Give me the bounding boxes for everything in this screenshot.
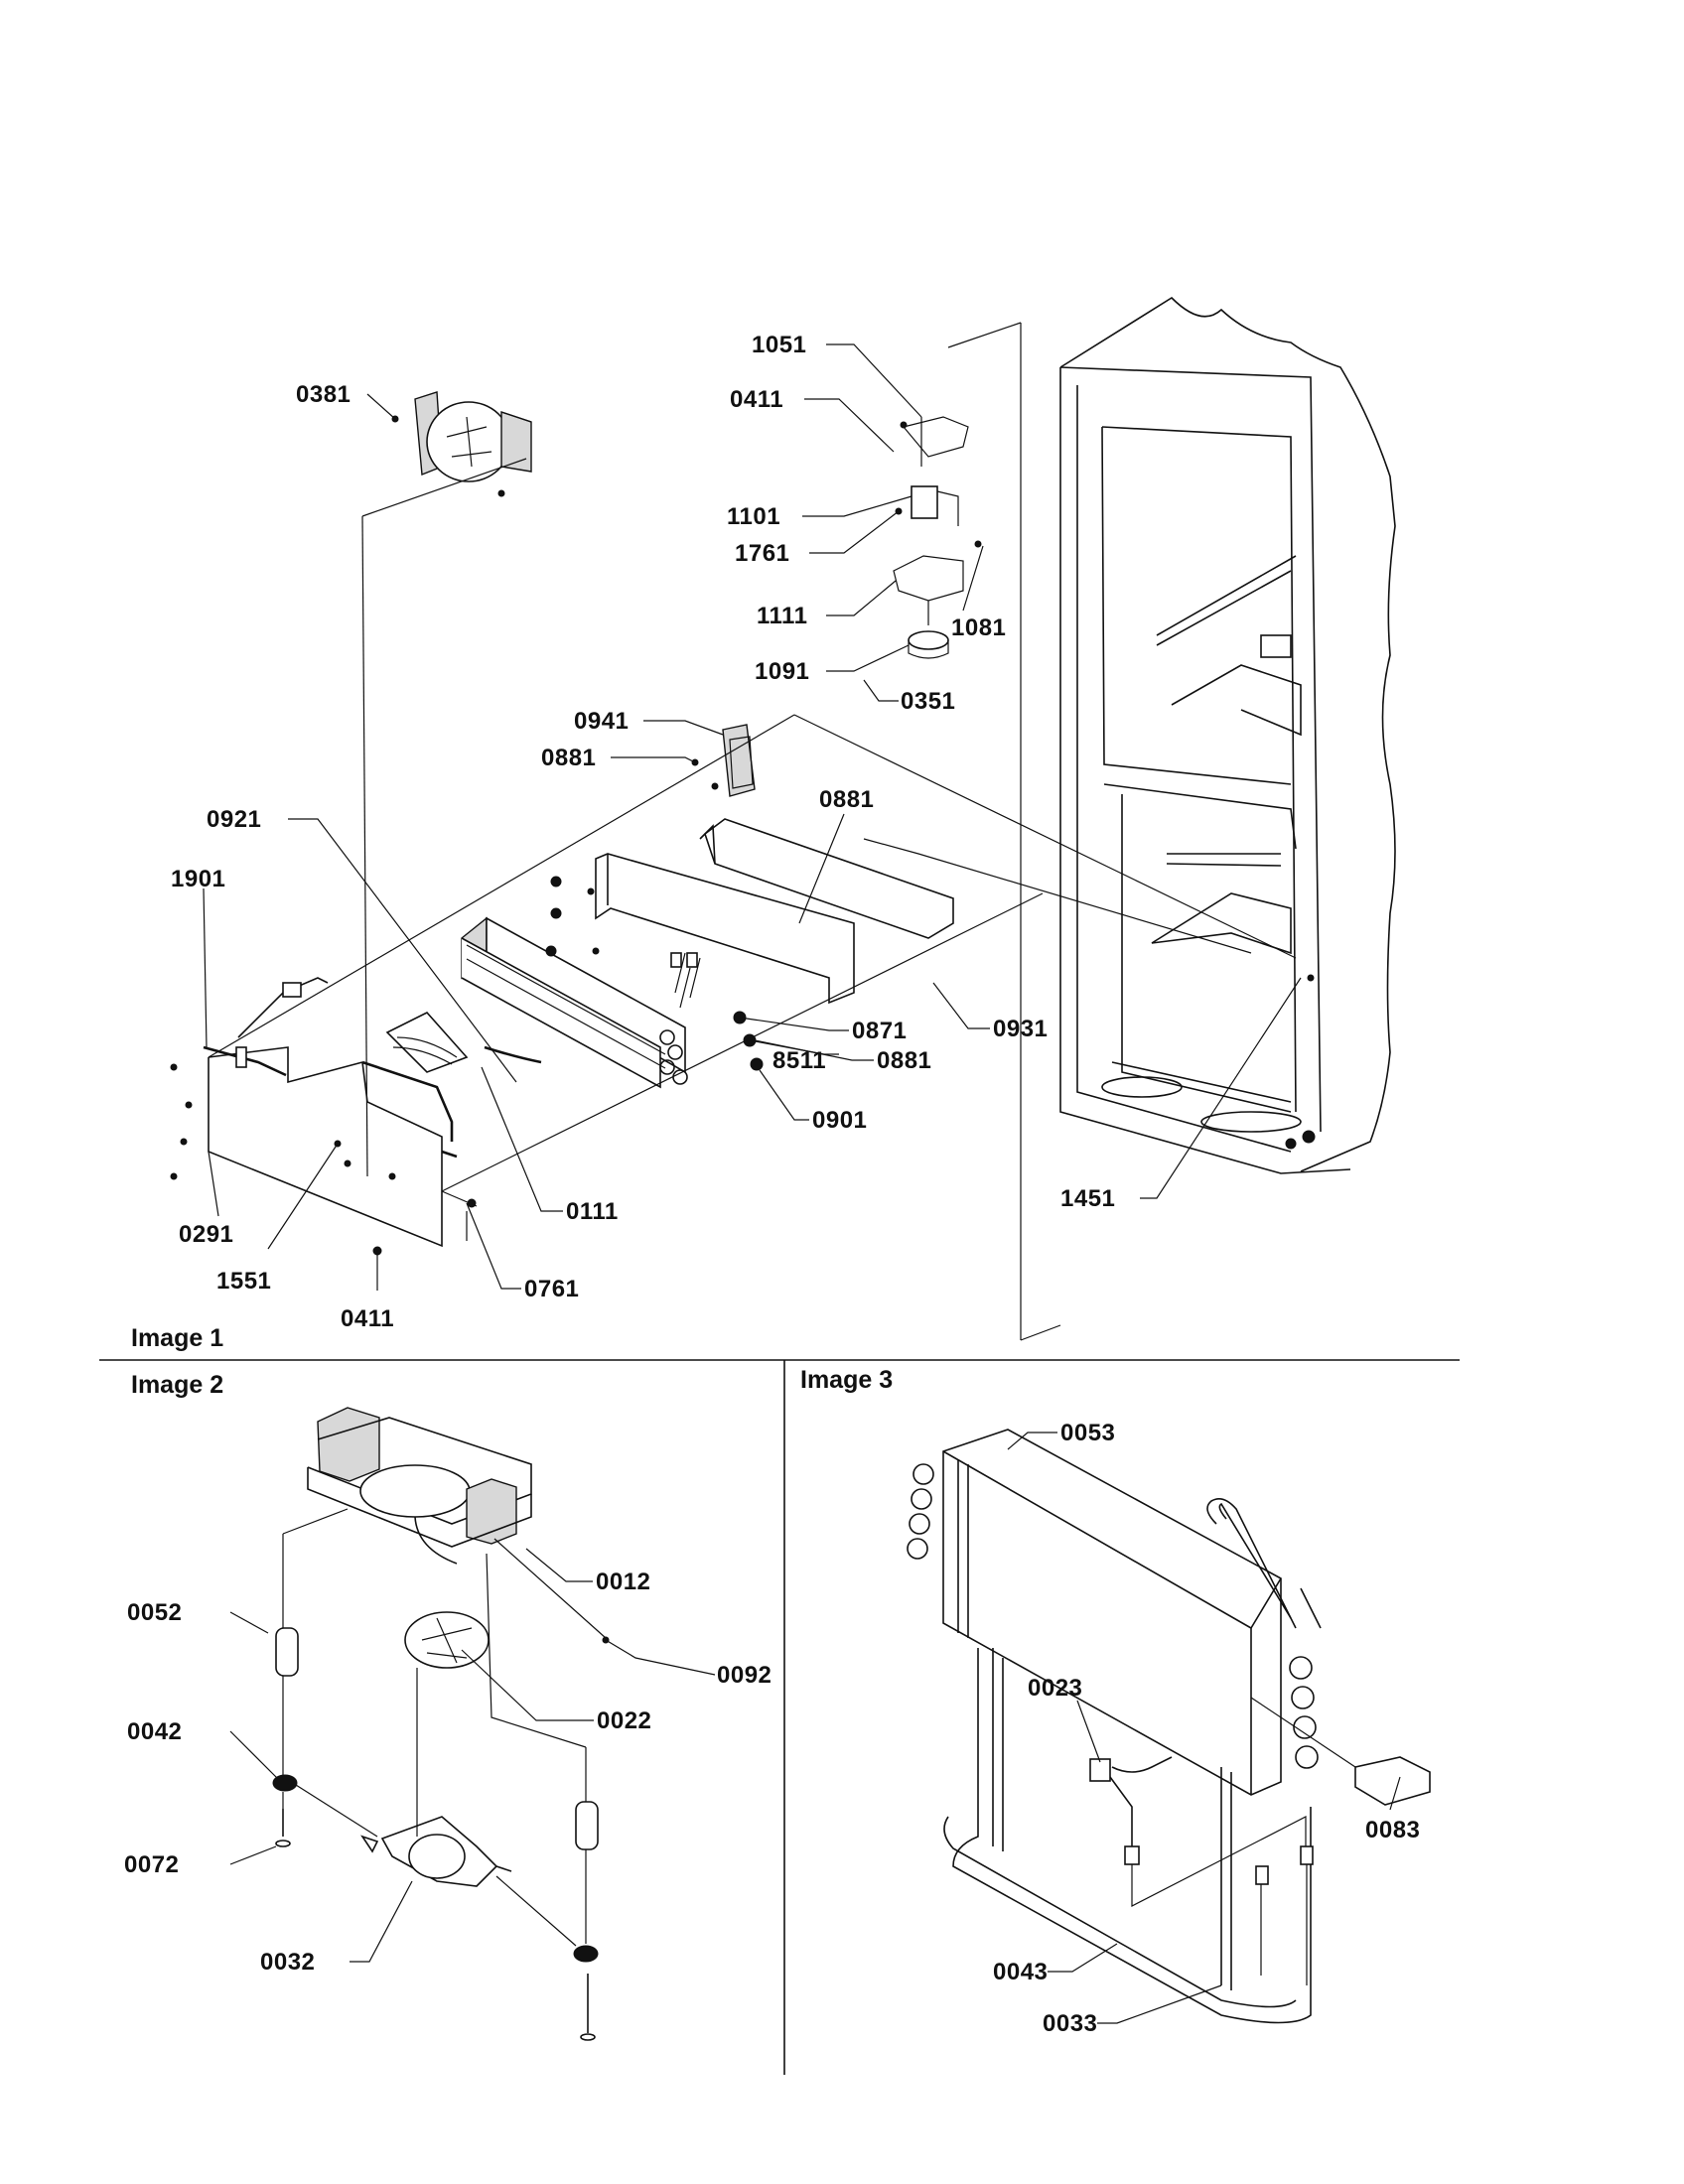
callout-label: 1901 bbox=[171, 866, 225, 892]
evaporator-rear-panel bbox=[170, 977, 477, 1256]
callout-label: 0111 bbox=[566, 1198, 619, 1225]
callout-leaders bbox=[203, 343, 1401, 2024]
callout-label: 0012 bbox=[596, 1569, 650, 1595]
light-control-assembly bbox=[893, 416, 982, 659]
callout-label: 1551 bbox=[216, 1268, 271, 1295]
callout-label: 0411 bbox=[341, 1305, 394, 1332]
refrigerator-cabinet bbox=[1059, 296, 1396, 1174]
callout-label: 1101 bbox=[727, 503, 780, 530]
callout-label: 1761 bbox=[735, 540, 789, 567]
callout-label: 0881 bbox=[819, 786, 874, 813]
callout-label: 0921 bbox=[207, 806, 261, 833]
callout-label: 0052 bbox=[127, 1599, 182, 1626]
callout-label: 0901 bbox=[812, 1107, 867, 1134]
callout-label: 0381 bbox=[296, 381, 351, 408]
callout-label: 0931 bbox=[993, 1016, 1048, 1042]
callout-label: 0761 bbox=[524, 1276, 579, 1302]
callout-label: 0083 bbox=[1365, 1817, 1420, 1843]
section-dividers bbox=[99, 1359, 1460, 2075]
callout-label: 0881 bbox=[541, 745, 596, 771]
image1-drawing bbox=[170, 296, 1396, 1341]
evaporator-cover-brackets bbox=[545, 818, 954, 1071]
section-label-image2: Image 2 bbox=[131, 1371, 223, 1399]
callout-label: 0941 bbox=[574, 708, 629, 735]
callout-label: 0053 bbox=[1060, 1420, 1115, 1446]
callout-label: 0351 bbox=[901, 688, 955, 715]
callout-label: 0032 bbox=[260, 1949, 315, 1976]
callout-label: 0291 bbox=[179, 1221, 233, 1248]
callout-label: 1081 bbox=[951, 614, 1006, 641]
callout-label: 0411 bbox=[730, 386, 783, 413]
callout-label: 0022 bbox=[597, 1707, 651, 1734]
callout-label: 8511 bbox=[772, 1047, 826, 1074]
callout-label: 1051 bbox=[752, 332, 806, 358]
section-label-image1: Image 1 bbox=[131, 1324, 223, 1352]
bracket-0941 bbox=[691, 724, 756, 797]
callout-label: 0042 bbox=[127, 1718, 182, 1745]
evaporator-fan-assembly bbox=[391, 391, 532, 497]
callout-label: 1111 bbox=[757, 603, 807, 629]
callout-label: 1451 bbox=[1060, 1185, 1115, 1212]
callout-label: 0072 bbox=[124, 1851, 179, 1878]
image3-drawing bbox=[907, 1429, 1431, 2024]
image2-drawing bbox=[272, 1407, 610, 2041]
evaporator-coil bbox=[461, 916, 701, 1089]
section-label-image3: Image 3 bbox=[800, 1366, 893, 1394]
callout-label: 0043 bbox=[993, 1959, 1048, 1985]
callout-label: 0871 bbox=[852, 1018, 907, 1044]
callout-label: 0023 bbox=[1028, 1675, 1082, 1702]
callout-labels: 1051 0411 0381 1101 1761 1111 1081 1091 … bbox=[124, 332, 1420, 2037]
image1-guide-lines bbox=[208, 322, 1297, 1341]
callout-label: 0092 bbox=[717, 1662, 772, 1689]
callout-label: 0881 bbox=[877, 1047, 931, 1074]
callout-label: 0033 bbox=[1043, 2010, 1097, 2037]
callout-label: 1091 bbox=[755, 658, 809, 685]
